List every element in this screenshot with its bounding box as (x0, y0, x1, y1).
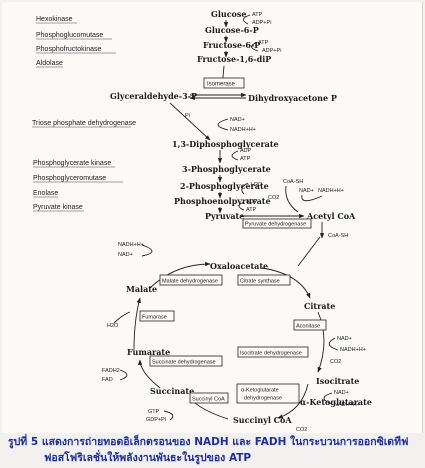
citrate-label: Citrate (304, 301, 335, 311)
glucose-label: Glucose (211, 9, 247, 19)
nad-label: NAD+ (230, 117, 245, 123)
nadh-label: NADH+H+ (340, 347, 366, 353)
nad-label: NAD+ (337, 336, 352, 342)
phosphoglycerate-2-label: 2-Phosphoglycerate (180, 181, 269, 191)
krebs-cycle: Oxaloacetate Citrate Isocitrate α-Ketogl… (102, 242, 372, 433)
enzyme-phosphoglycerate-kinase: Phosphoglycerate kinase (33, 160, 111, 167)
fructose-6p-label: Fructose-6-P (203, 40, 260, 50)
pyruvate-dehydrogenase-label: Pyruvate dehydrogenase (245, 222, 306, 228)
glyceraldehyde-3p-label: Glyceraldehyde-3-P (110, 91, 197, 101)
nadh-label: NADH+H+ (334, 402, 360, 408)
enzyme-list: Hexokinase Phosphoglucomutase Phosphofru… (32, 16, 136, 212)
enzyme-pyruvate-kinase: Pyruvate kinase (33, 204, 83, 211)
nadh-label: NADH+H+ (230, 127, 256, 133)
succinyl-coa-label: Succinyl CoA (233, 415, 292, 425)
pyruvate-label: Pyruvate (205, 211, 244, 221)
succinate-label: Succinate (150, 386, 194, 396)
enzyme-phosphoglyceromutase: Phosphoglyceromutase (33, 175, 106, 182)
diphosphoglycerate-label: 1,3-Diphosphoglycerate (172, 139, 279, 149)
h2o-label: H2O (107, 323, 119, 329)
glycolysis-pathway: Glucose ATP ADP+Pi Glucose-6-P Fructose-… (110, 9, 356, 267)
malate-label: Malate (126, 284, 157, 294)
ketoglutarate-label: α-Ketoglutarate (300, 397, 372, 407)
co2-label: CO2 (330, 359, 341, 365)
fadh2-label: FADH2 (102, 368, 120, 374)
coa-sh-label: CoA-SH (283, 179, 303, 185)
enzyme-aldolase: Aldolase (36, 60, 63, 67)
phosphoglycerate-3-label: 3-Phosphoglycerate (182, 164, 271, 174)
succinyl-coa-synthetase-label: Succinyl CoA (192, 397, 225, 403)
fumarate-label: Fumarate (127, 347, 170, 357)
adp-pi-label: ADP+Pi (262, 48, 281, 54)
coa-sh-label: CoA-SH (328, 233, 348, 239)
pi-label: Pi (185, 113, 190, 119)
ketoglutarate-dehydrogenase-label-1: α-Ketoglutarate (241, 388, 279, 394)
caption-line-2: ฟอสโฟริเลชั่นให้พลังงานพันธะในรูปของ ATP (44, 452, 252, 464)
nadh-label: NADH+H+ (318, 188, 344, 194)
pathway-diagram: Hexokinase Phosphoglucomutase Phosphofru… (32, 9, 372, 433)
oxaloacetate-label: Oxaloacetate (210, 261, 268, 271)
atp-label: ATP (246, 207, 257, 213)
adp-label: ADP (246, 199, 258, 205)
malate-dehydrogenase-label: Malate dehydrogenase (162, 279, 218, 285)
aconitase-label: Aconitase (296, 324, 320, 330)
adp-label: ADP (240, 148, 252, 154)
isocitrate-dehydrogenase-label: Isocitrate dehydrogenase (240, 351, 302, 357)
nadh-label: NADH+H+ (118, 242, 144, 248)
enzyme-hexokinase: Hexokinase (36, 16, 73, 23)
caption-line-1: รูปที่ 5 แสดงการถ่ายทอดอิเล็กตรอนของ NAD… (8, 436, 409, 448)
isomerase-label: Isomerase (207, 82, 236, 88)
fructose-16dip-label: Fructose-1,6-diP (197, 54, 271, 64)
enzyme-phosphofructokinase: Phosphofructokinase (36, 46, 101, 53)
fad-label: FAD (102, 377, 113, 383)
nad-label: NAD+ (334, 390, 349, 396)
figure-caption: รูปที่ 5 แสดงการถ่ายทอดอิเล็กตรอนของ NAD… (8, 434, 422, 466)
enzyme-phosphoglucomutase: Phosphoglucomutase (36, 32, 103, 39)
fumarase-label: Fumarase (142, 315, 167, 321)
glucose-6p-label: Glucose-6-P (205, 25, 259, 35)
co2-label: CO2 (296, 427, 307, 433)
atp-label: ATP (240, 156, 251, 162)
ketoglutarate-dehydrogenase-label-2: dehydrogenase (244, 396, 282, 402)
gtp-label: GTP (148, 409, 160, 415)
h2o-label: H2O (251, 182, 263, 188)
atp-label: ATP (258, 40, 269, 46)
phosphoenolpyruvate-label: Phosphoenolpyruvate (174, 196, 271, 206)
isocitrate-label: Isocitrate (316, 376, 359, 386)
nad-label: NAD+ (118, 252, 133, 258)
dihydroxyacetone-p-label: Dihydroxyacetone P (248, 93, 337, 103)
acetyl-coa-label: Acetyl CoA (306, 211, 356, 221)
gdp-pi-label: GDP+Pi (146, 417, 166, 423)
atp-label: ATP (252, 12, 263, 18)
nad-label: NAD+ (299, 188, 314, 194)
citrate-synthase-label: Citrate synthase (240, 279, 280, 285)
enzyme-enolase: Enolase (33, 190, 58, 197)
adp-pi-label: ADP+Pi (252, 20, 271, 26)
enzyme-triose-phosphate-dehydrogenase: Triose phosphate dehydrogenase (32, 120, 136, 127)
co2-label: CO2 (268, 195, 279, 201)
succinate-dehydrogenase-label: Succinate dehydrogenase (152, 360, 216, 366)
